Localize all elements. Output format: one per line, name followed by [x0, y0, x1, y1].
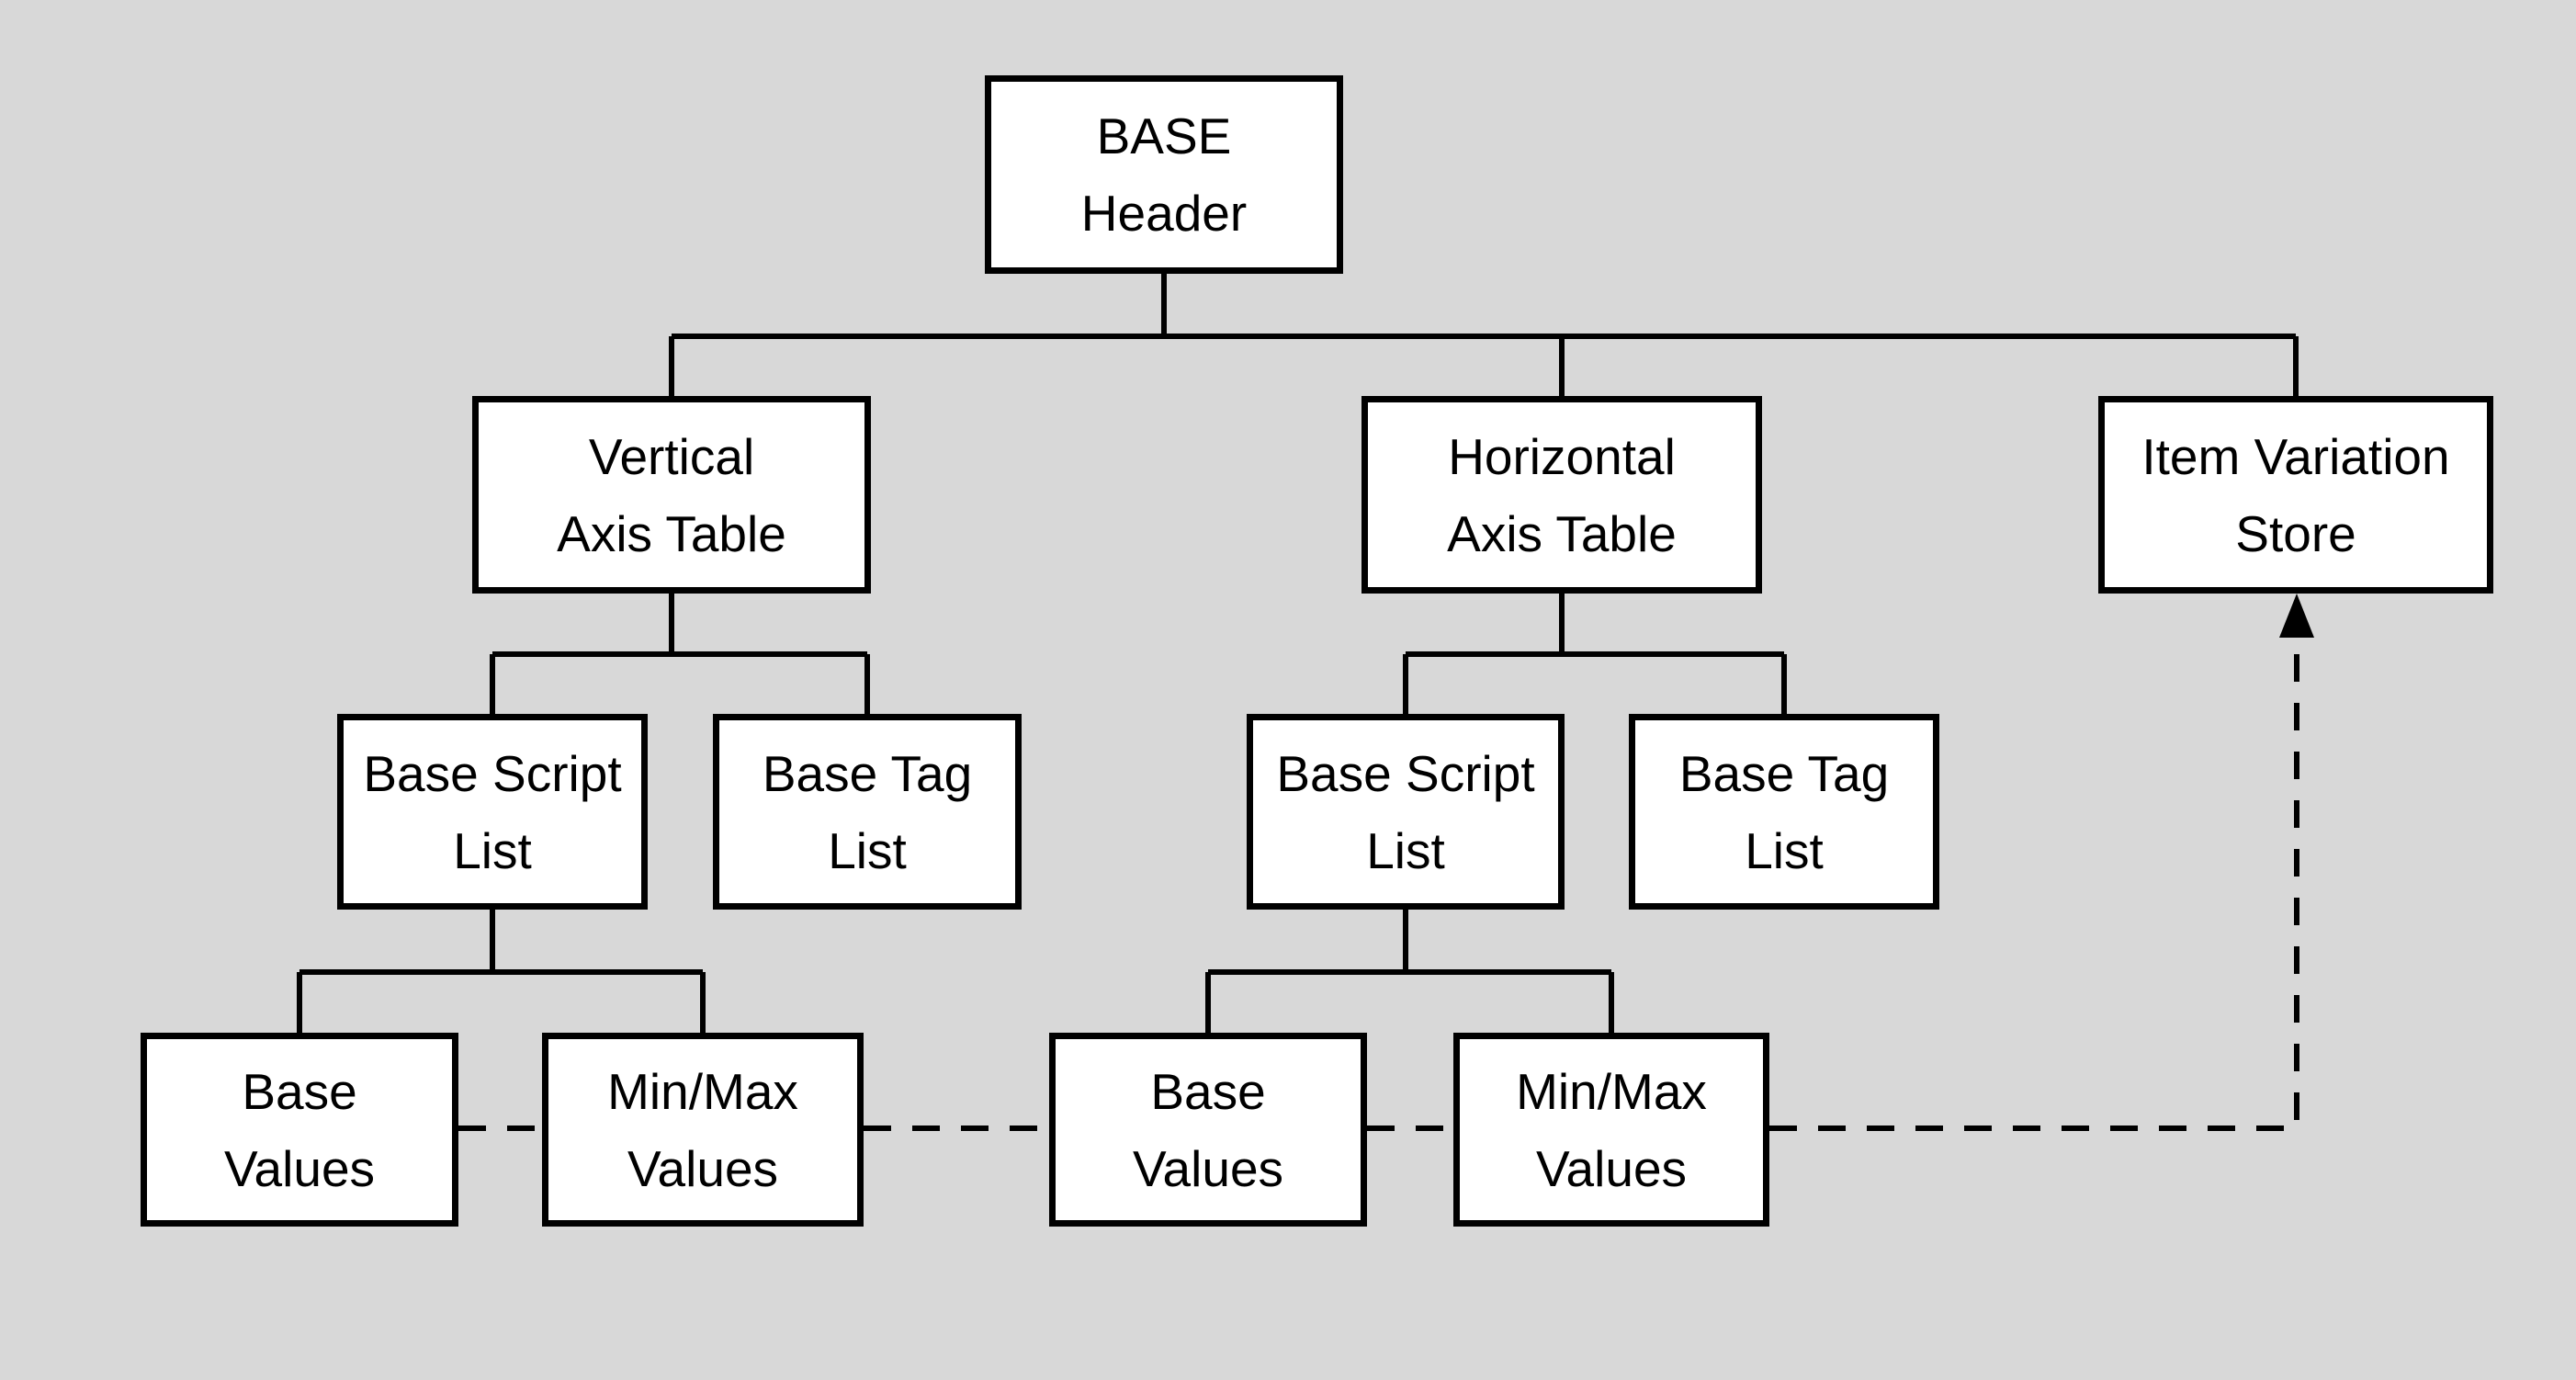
node-base-tag-list-right: Base Tag List: [1629, 714, 1939, 910]
dashed-reference-connectors: [458, 638, 2299, 1131]
node-label-line: List: [1745, 821, 1824, 879]
node-label-line: Axis Table: [1447, 504, 1677, 562]
arrowhead-up-icon: [2279, 594, 2314, 638]
node-label-line: Base: [242, 1062, 357, 1120]
node-label-line: Store: [2235, 504, 2356, 562]
node-label-line: List: [453, 821, 532, 879]
node-label-line: Base Tag: [1678, 744, 1890, 802]
node-label-line: Axis Table: [557, 504, 786, 562]
node-label-line: Vertical: [588, 427, 755, 485]
node-label-line: Base Tag: [762, 744, 973, 802]
node-label-line: Values: [223, 1139, 376, 1197]
node-base-values-left: Base Values: [141, 1033, 458, 1227]
node-base-values-right: Base Values: [1049, 1033, 1367, 1227]
node-label-line: Item Variation: [2141, 427, 2450, 485]
node-label-line: BASE: [1096, 107, 1232, 164]
node-label-line: Values: [627, 1139, 779, 1197]
node-label-line: Header: [1080, 185, 1248, 242]
node-base-header: BASE Header: [985, 75, 1343, 274]
node-base-tag-list-left: Base Tag List: [713, 714, 1022, 910]
node-label-line: Base: [1150, 1062, 1266, 1120]
node-base-script-list-left: Base Script List: [337, 714, 648, 910]
node-label-line: Horizontal: [1448, 427, 1676, 485]
node-label-line: Base Script: [1276, 744, 1535, 802]
node-label-line: List: [1366, 821, 1445, 879]
node-vertical-axis-table: Vertical Axis Table: [472, 396, 871, 594]
node-label-line: Min/Max: [607, 1062, 798, 1120]
node-label-line: Values: [1132, 1139, 1284, 1197]
solid-hierarchy-connectors: [297, 274, 2299, 1033]
node-minmax-values-right: Min/Max Values: [1453, 1033, 1769, 1227]
node-label-line: Min/Max: [1516, 1062, 1707, 1120]
node-minmax-values-left: Min/Max Values: [542, 1033, 864, 1227]
node-base-script-list-right: Base Script List: [1247, 714, 1565, 910]
node-label-line: Values: [1535, 1139, 1688, 1197]
node-horizontal-axis-table: Horizontal Axis Table: [1361, 396, 1762, 594]
node-label-line: Base Script: [363, 744, 622, 802]
node-item-variation-store: Item Variation Store: [2098, 396, 2493, 594]
node-label-line: List: [828, 821, 907, 879]
